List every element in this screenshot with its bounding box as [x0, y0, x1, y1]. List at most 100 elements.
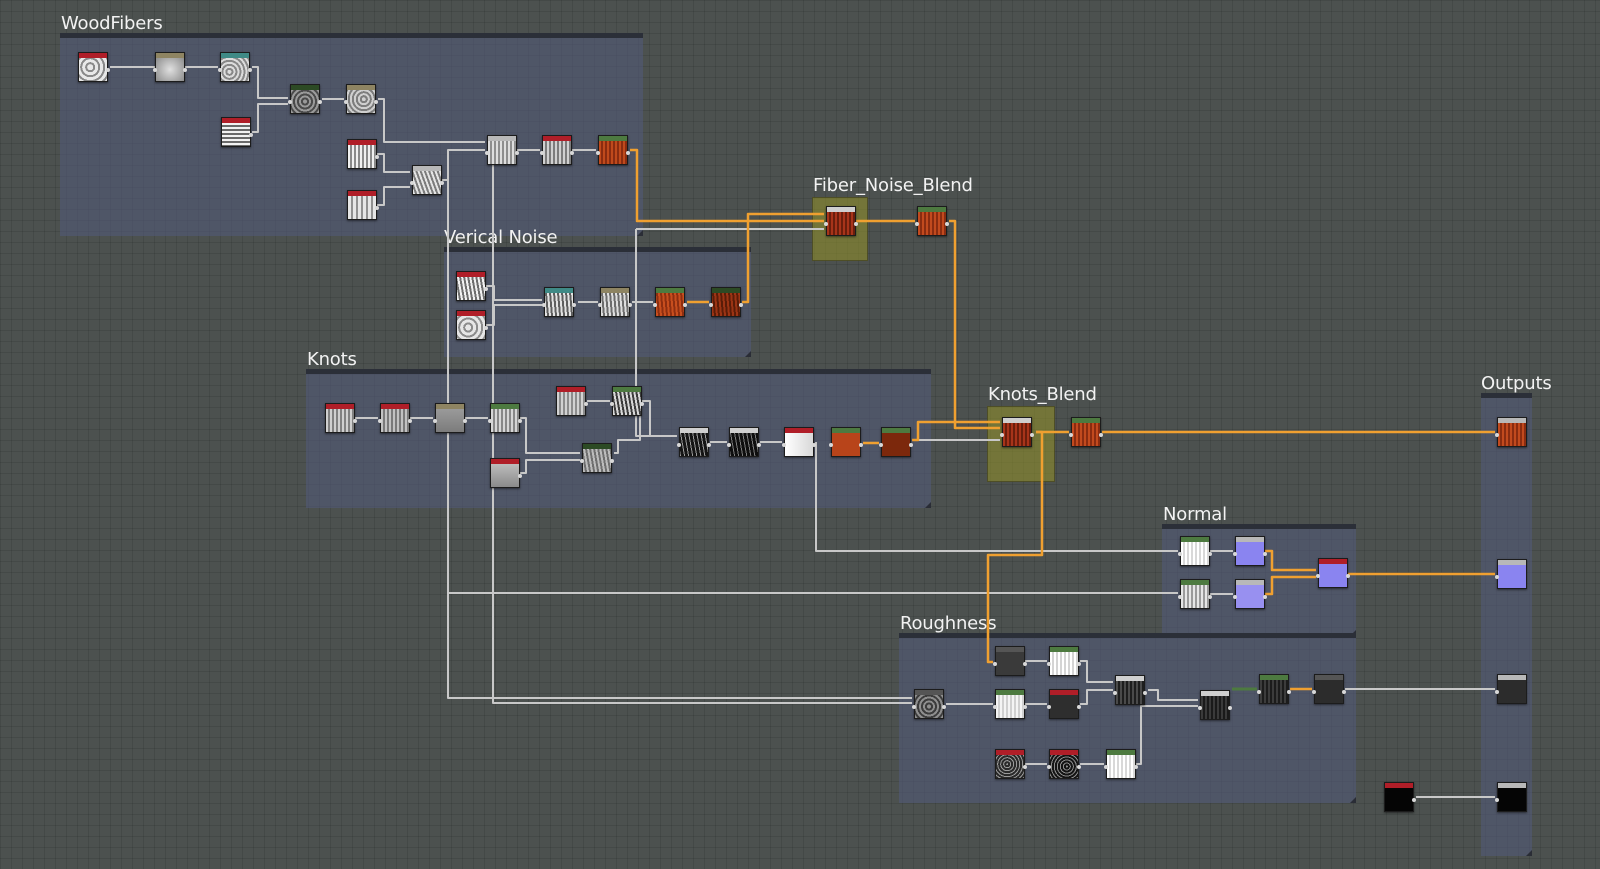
- roughness-levels-node-4[interactable]: [1104, 749, 1138, 779]
- knots-blend-levels-node[interactable]: [1069, 417, 1103, 447]
- circle-pin-icon[interactable]: [570, 151, 574, 155]
- circle-pin-icon[interactable]: [408, 419, 412, 423]
- circle-pin-icon[interactable]: [485, 151, 489, 155]
- circle-pin-icon[interactable]: [824, 222, 828, 226]
- roughness-dirt-node-2[interactable]: [1047, 749, 1081, 779]
- circle-pin-icon[interactable]: [707, 443, 711, 447]
- circle-pin-icon[interactable]: [1208, 595, 1212, 599]
- circle-pin-icon[interactable]: [183, 68, 187, 72]
- wood-fibers-stripes-node[interactable]: [221, 117, 253, 147]
- circle-pin-icon[interactable]: [488, 419, 492, 423]
- metallic-uniform-color-node[interactable]: [1384, 782, 1416, 812]
- circle-pin-icon[interactable]: [1030, 433, 1034, 437]
- output-basecolor-node[interactable]: [1495, 417, 1527, 447]
- circle-pin-icon[interactable]: [640, 402, 644, 406]
- output-metallic-node[interactable]: [1495, 782, 1527, 812]
- wood-fibers-levels-node[interactable]: [540, 135, 574, 165]
- circle-pin-icon[interactable]: [909, 443, 913, 447]
- circle-pin-icon[interactable]: [1023, 765, 1027, 769]
- circle-pin-icon[interactable]: [596, 151, 600, 155]
- knots-blend-node[interactable]: [1000, 417, 1034, 447]
- vertical-noise-levels-node[interactable]: [709, 287, 743, 317]
- circle-pin-icon[interactable]: [709, 303, 713, 307]
- circle-pin-icon[interactable]: [727, 443, 731, 447]
- circle-pin-icon[interactable]: [1495, 575, 1499, 579]
- circle-pin-icon[interactable]: [484, 326, 488, 330]
- roughness-grayscale-node[interactable]: [993, 646, 1027, 676]
- knots-color-node-1[interactable]: [829, 427, 863, 457]
- circle-pin-icon[interactable]: [739, 303, 743, 307]
- circle-pin-icon[interactable]: [1023, 705, 1027, 709]
- knots-dirt-node[interactable]: [610, 386, 644, 416]
- wood-fibers-blend-node-3[interactable]: [485, 135, 519, 165]
- vertical-noise-warp-node[interactable]: [542, 287, 576, 317]
- circle-pin-icon[interactable]: [433, 419, 437, 423]
- circle-pin-icon[interactable]: [993, 662, 997, 666]
- circle-pin-icon[interactable]: [1208, 552, 1212, 556]
- circle-pin-icon[interactable]: [1495, 690, 1499, 694]
- wood-fibers-warp-node[interactable]: [218, 52, 252, 82]
- circle-pin-icon[interactable]: [1134, 765, 1138, 769]
- knots-mask-node[interactable]: [782, 427, 816, 457]
- circle-pin-icon[interactable]: [518, 474, 522, 478]
- wood-fibers-fiber-noise-node-2[interactable]: [347, 190, 379, 220]
- circle-pin-icon[interactable]: [653, 303, 657, 307]
- circle-pin-icon[interactable]: [812, 443, 816, 447]
- circle-pin-icon[interactable]: [353, 419, 357, 423]
- roughness-levels-node-3[interactable]: [1257, 674, 1291, 704]
- circle-pin-icon[interactable]: [859, 443, 863, 447]
- output-roughness-node[interactable]: [1495, 674, 1527, 704]
- vertical-noise-blur-node[interactable]: [598, 287, 632, 317]
- circle-pin-icon[interactable]: [610, 402, 614, 406]
- knots-blend-node-small[interactable]: [580, 443, 614, 473]
- circle-pin-icon[interactable]: [1047, 662, 1051, 666]
- knots-shape-node[interactable]: [325, 403, 357, 433]
- circle-pin-icon[interactable]: [484, 287, 488, 291]
- circle-pin-icon[interactable]: [1312, 690, 1316, 694]
- circle-pin-icon[interactable]: [375, 206, 379, 210]
- circle-pin-icon[interactable]: [1099, 433, 1103, 437]
- circle-pin-icon[interactable]: [1104, 765, 1108, 769]
- circle-pin-icon[interactable]: [1077, 705, 1081, 709]
- circle-pin-icon[interactable]: [757, 443, 761, 447]
- circle-pin-icon[interactable]: [1257, 690, 1261, 694]
- wood-fibers-blend-node-1[interactable]: [288, 84, 322, 114]
- circle-pin-icon[interactable]: [915, 222, 919, 226]
- circle-pin-icon[interactable]: [580, 459, 584, 463]
- knots-splatter-node[interactable]: [378, 403, 412, 433]
- roughness-levels-node-2[interactable]: [993, 689, 1027, 719]
- circle-pin-icon[interactable]: [1233, 595, 1237, 599]
- circle-pin-icon[interactable]: [572, 303, 576, 307]
- circle-pin-icon[interactable]: [626, 151, 630, 155]
- circle-pin-icon[interactable]: [879, 443, 883, 447]
- circle-pin-icon[interactable]: [1000, 433, 1004, 437]
- circle-pin-icon[interactable]: [1047, 705, 1051, 709]
- roughness-dirt-node-1[interactable]: [995, 749, 1027, 779]
- circle-pin-icon[interactable]: [318, 100, 322, 104]
- circle-pin-icon[interactable]: [945, 222, 949, 226]
- roughness-blend-node-1[interactable]: [1113, 675, 1147, 705]
- circle-pin-icon[interactable]: [540, 151, 544, 155]
- circle-pin-icon[interactable]: [1143, 691, 1147, 695]
- normal-height-node-1[interactable]: [1178, 536, 1212, 566]
- circle-pin-icon[interactable]: [584, 402, 588, 406]
- knots-dark-noise-node-1[interactable]: [677, 427, 711, 457]
- circle-pin-icon[interactable]: [683, 303, 687, 307]
- circle-pin-icon[interactable]: [942, 705, 946, 709]
- circle-pin-icon[interactable]: [153, 68, 157, 72]
- knots-dark-noise-node-2[interactable]: [727, 427, 761, 457]
- circle-pin-icon[interactable]: [1198, 706, 1202, 710]
- vertical-noise-gradient-map-node[interactable]: [653, 287, 687, 317]
- roughness-blend-node-2[interactable]: [1198, 690, 1232, 720]
- wood-fibers-fiber-noise-node-1[interactable]: [347, 139, 379, 169]
- circle-pin-icon[interactable]: [782, 443, 786, 447]
- circle-pin-icon[interactable]: [1263, 552, 1267, 556]
- circle-pin-icon[interactable]: [106, 68, 110, 72]
- circle-pin-icon[interactable]: [1412, 798, 1416, 802]
- circle-pin-icon[interactable]: [1495, 433, 1499, 437]
- fiber-noise-blend-node[interactable]: [824, 206, 858, 236]
- wood-fibers-noise-node-1[interactable]: [78, 52, 110, 82]
- normal-map-node-2[interactable]: [1233, 579, 1267, 609]
- circle-pin-icon[interactable]: [249, 133, 253, 137]
- circle-pin-icon[interactable]: [598, 303, 602, 307]
